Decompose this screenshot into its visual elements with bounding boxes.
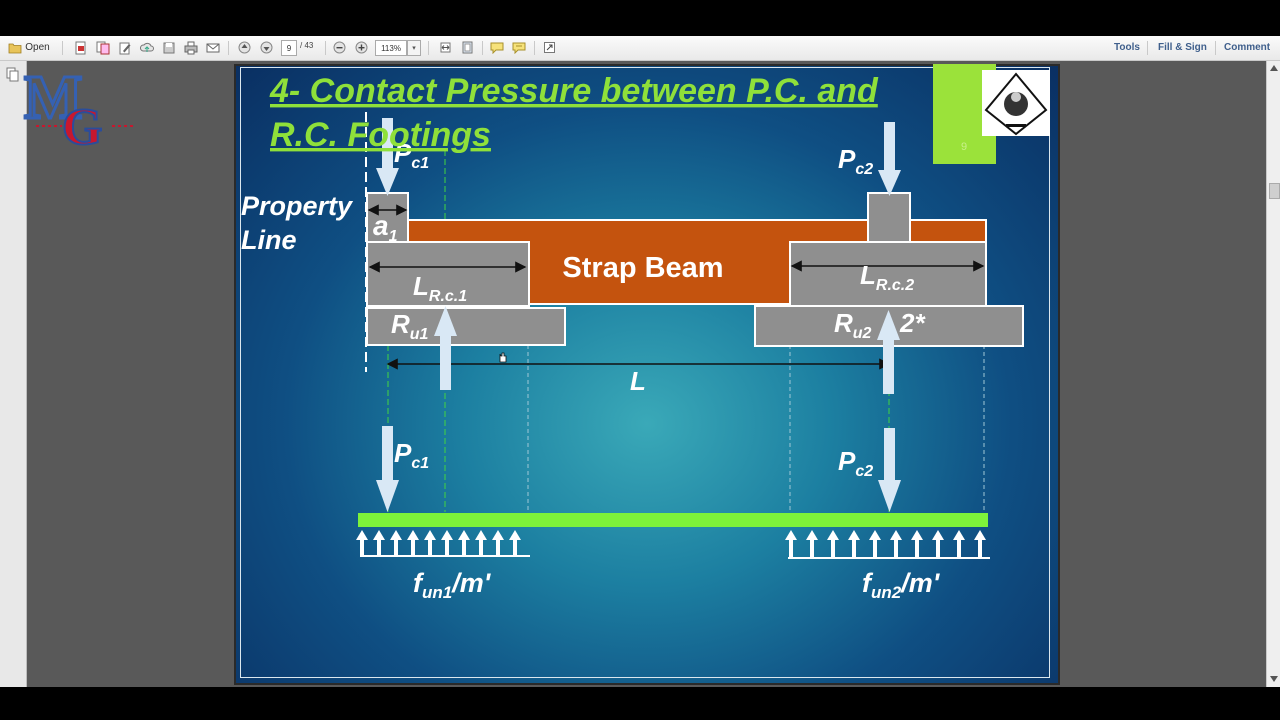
navigation-panel — [0, 61, 27, 687]
ru1-reaction-arrow — [434, 306, 457, 390]
lrc1-label: LR.c.1 — [413, 271, 467, 305]
combine-button[interactable] — [94, 39, 112, 56]
arrow-down-icon — [260, 41, 272, 54]
rc-footing-2 — [789, 241, 987, 307]
pencil-icon — [119, 42, 131, 54]
plus-circle-icon — [355, 41, 367, 54]
slide-title: 4- Contact Pressure between P.C. and R.C… — [269, 72, 879, 154]
toolbar-separator — [534, 41, 535, 55]
pc1-top-label: Pc1 — [394, 138, 429, 172]
print-button[interactable] — [182, 39, 200, 56]
save-icon — [163, 42, 175, 53]
zoom-out-button[interactable] — [331, 39, 347, 56]
window-top-bar — [0, 0, 1280, 36]
column-2 — [867, 192, 911, 243]
toolbar-separator — [428, 41, 429, 55]
previous-page-button[interactable] — [236, 39, 252, 56]
scroll-up-arrow-icon[interactable] — [1269, 64, 1279, 72]
pc1-load-arrow — [376, 118, 399, 196]
upload-button[interactable] — [138, 39, 156, 56]
toolbar-separator — [325, 41, 326, 55]
pc1-bottom-label: Pc1 — [394, 438, 429, 472]
fun1-label: fun1/m' — [413, 568, 492, 602]
title-line-2: R.C. Footings — [270, 116, 491, 154]
pc2-bottom-label: Pc2 — [838, 446, 873, 480]
scroll-down-arrow-icon[interactable] — [1269, 675, 1279, 683]
soil-pressure-2 — [785, 530, 990, 559]
beam-line-slab — [358, 513, 988, 527]
create-pdf-icon — [75, 41, 86, 54]
add-comment-button[interactable] — [489, 39, 505, 56]
toolbar-separator — [228, 41, 229, 55]
open-button[interactable]: Open — [6, 39, 52, 56]
arrow-up-icon — [238, 41, 250, 54]
title-line-1: 4- Contact Pressure between P.C. and — [269, 72, 879, 110]
pc2-top-label: Pc2 — [838, 144, 873, 178]
folder-icon — [8, 43, 22, 53]
fit-width-icon — [440, 42, 450, 53]
lrc2-label: LR.c.2 — [860, 260, 914, 294]
ru1-label: Ru1 — [391, 309, 429, 343]
next-page-button[interactable] — [258, 39, 274, 56]
fill-sign-link[interactable]: Fill & Sign — [1158, 42, 1207, 53]
create-pdf-button[interactable] — [72, 39, 90, 56]
university-seal-icon — [984, 72, 1048, 136]
zoom-level-input[interactable]: 113% — [375, 40, 407, 56]
email-button[interactable] — [204, 39, 222, 56]
fit-page-icon — [462, 41, 472, 54]
soil-pressure-1 — [356, 530, 530, 557]
slide-number: 9 — [961, 141, 967, 153]
pdf-toolbar: Open 9 / 43 113% ▾ — [0, 36, 1280, 61]
zoom-dropdown-button[interactable]: ▾ — [407, 40, 421, 56]
pc-footing-1 — [366, 307, 566, 346]
toolbar-separator — [62, 41, 63, 55]
column-1 — [366, 192, 409, 243]
page-number-input[interactable]: 9 — [281, 40, 297, 56]
fun2-label: fun2/m' — [862, 568, 941, 602]
fit-page-button[interactable] — [459, 39, 475, 56]
a1-label: a1 — [373, 210, 398, 245]
toolbar-separator — [1147, 41, 1148, 55]
watermark-m: M — [24, 64, 83, 132]
highlighter-icon — [512, 42, 526, 54]
page-total: / 43 — [300, 41, 314, 50]
cloud-icon — [140, 42, 154, 52]
rc-footing-1 — [366, 241, 530, 307]
speech-bubble-icon — [490, 42, 504, 54]
open-label: Open — [25, 42, 50, 53]
pc2-load-arrow — [878, 122, 901, 196]
zoom-in-button[interactable] — [353, 39, 369, 56]
pc2-bottom-load-arrow — [878, 428, 901, 512]
printer-icon — [184, 41, 198, 54]
page-thumbnails-icon[interactable] — [6, 67, 19, 82]
tools-link[interactable]: Tools — [1114, 42, 1140, 53]
toolbar-separator — [1215, 41, 1216, 55]
highlight-button[interactable] — [511, 39, 527, 56]
hand-cursor-icon — [499, 352, 507, 363]
fit-width-button[interactable] — [437, 39, 453, 56]
combine-icon — [96, 41, 110, 54]
slide-page — [234, 64, 1060, 685]
save-button[interactable] — [160, 39, 178, 56]
ru2-label: Ru2 — [834, 308, 872, 342]
strap-beam-label: Strap Beam — [562, 252, 723, 284]
comment-link[interactable]: Comment — [1224, 42, 1271, 53]
expand-icon — [543, 42, 555, 53]
minus-circle-icon — [333, 41, 345, 54]
ru2-factor-label: 2* — [899, 308, 926, 338]
toolbar-separator — [482, 41, 483, 55]
fullscreen-button[interactable] — [541, 39, 557, 56]
watermark-g: G — [62, 99, 102, 156]
vertical-scrollbar[interactable] — [1266, 61, 1280, 687]
window-bottom-bar — [0, 687, 1280, 720]
span-label: L — [630, 366, 646, 396]
ru2-reaction-arrow — [877, 310, 900, 394]
envelope-icon — [206, 43, 220, 52]
edit-button[interactable] — [116, 39, 134, 56]
pc1-bottom-load-arrow — [376, 426, 399, 512]
mg-watermark: M G — [23, 63, 134, 157]
